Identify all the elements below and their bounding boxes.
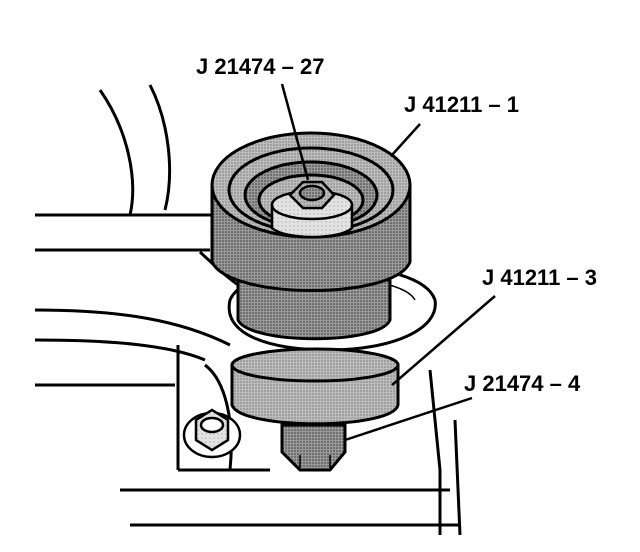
callout-j41211-1: J 41211 – 1 bbox=[404, 92, 520, 117]
frame-outline bbox=[34, 84, 462, 536]
nut-j21474-27 bbox=[270, 180, 354, 239]
leader-j21474-4 bbox=[344, 396, 473, 442]
receiver-j41211-3 bbox=[230, 347, 400, 426]
leader-j41211-1 bbox=[391, 123, 421, 156]
callout-j21474-27: J 21474 – 27 bbox=[196, 54, 325, 79]
leader-j41211-3 bbox=[391, 295, 496, 386]
shaft-j21474-4 bbox=[280, 423, 347, 472]
callout-j41211-3: J 41211 – 3 bbox=[482, 265, 598, 290]
leader-lines bbox=[280, 83, 496, 442]
mounting-bolt bbox=[182, 408, 242, 459]
leader-j21474-27 bbox=[280, 83, 310, 181]
callout-j21474-4: J 21474 – 4 bbox=[464, 371, 581, 396]
